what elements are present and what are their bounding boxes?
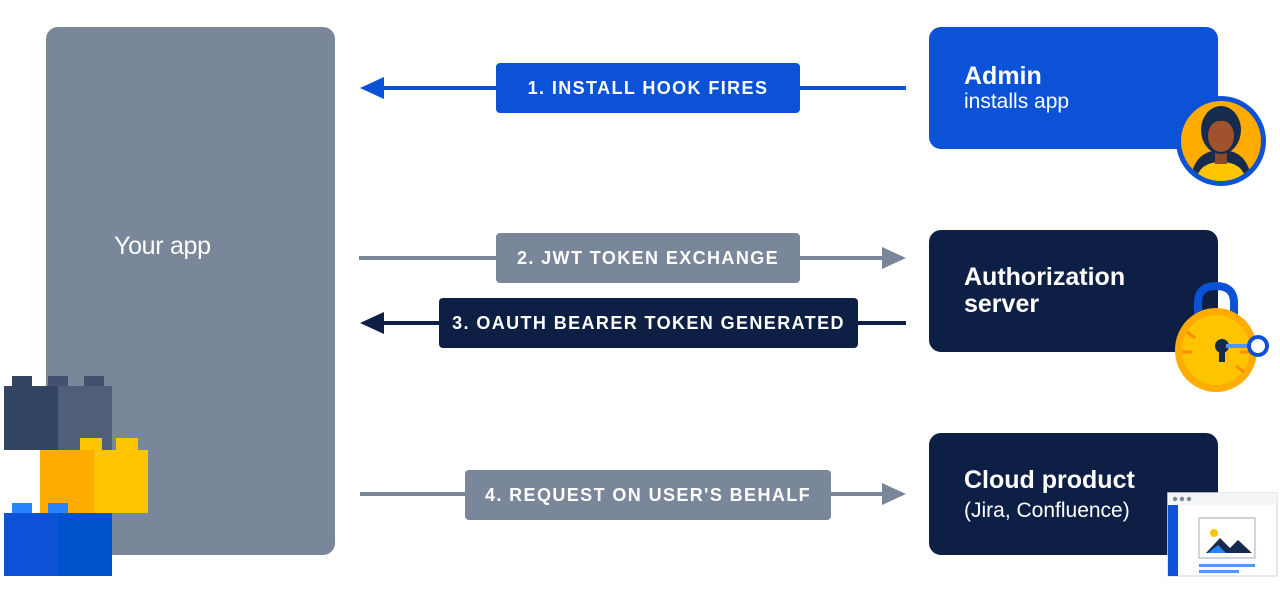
cloud-title: Cloud product [964,466,1135,494]
step-2-label: 2. JWT TOKEN EXCHANGE [496,233,800,283]
cloud-subtitle: (Jira, Confluence) [964,499,1130,522]
admin-subtitle: installs app [964,90,1070,113]
admin-title: Admin [964,62,1042,90]
your-app-label: Your app [114,232,211,260]
step-3-label: 3. OAUTH BEARER TOKEN GENERATED [439,298,858,348]
auth-server-box: Authorization server [929,230,1218,352]
auth-title-line-1: Authorization [964,263,1126,291]
admin-box: Admin installs app [929,27,1218,149]
auth-title-line-2: server [964,290,1040,318]
step-4-label: 4. REQUEST ON USER'S BEHALF [465,470,831,520]
step-1-label: 1. INSTALL HOOK FIRES [496,63,800,113]
